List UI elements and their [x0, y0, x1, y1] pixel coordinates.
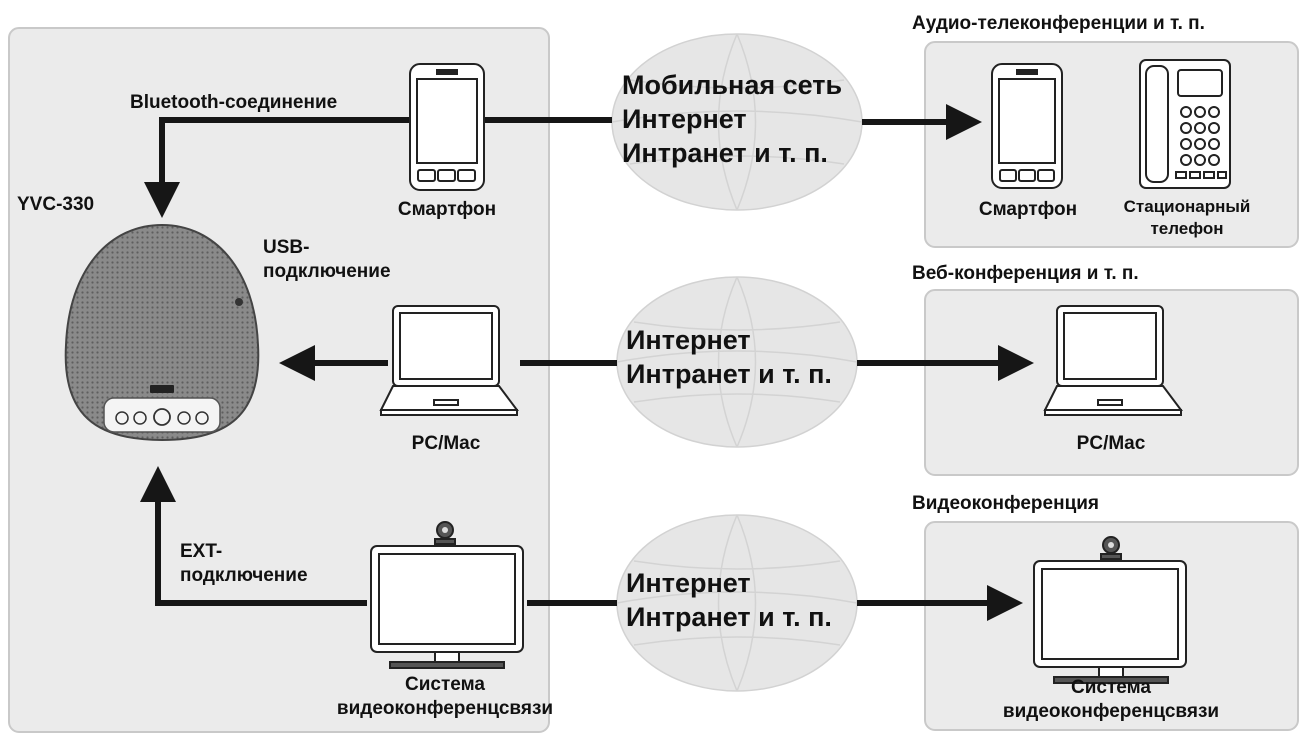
landline-label-line2: телефон: [1150, 219, 1224, 238]
pc-right-label: PC/Mac: [1076, 433, 1146, 454]
usb-label-line2: подключение: [263, 261, 391, 282]
video-system-right-label: Система видеоконференцсвязи: [1000, 676, 1222, 724]
usb-label: USB- подключение: [263, 236, 391, 284]
smartphone-left: [409, 63, 485, 191]
ext-label-line2: подключение: [180, 565, 308, 586]
bluetooth-arrow: [144, 117, 410, 218]
network-top-line3: Интранет и т. п.: [622, 138, 828, 168]
ext-label-line1: EXT-: [180, 541, 223, 562]
video-system-left: [370, 521, 524, 669]
video-system-right: [1033, 536, 1187, 684]
smartphone-right-label: Смартфон: [978, 199, 1078, 220]
video-system-left-line1: Система: [405, 674, 485, 695]
connection-lines: [140, 104, 1034, 621]
landline-label-line1: Стационарный: [1123, 197, 1251, 216]
usb-label-line1: USB-: [263, 237, 310, 258]
network-bottom-line2: Интранет и т. п.: [626, 602, 832, 632]
device-name: YVC-330: [17, 194, 95, 215]
network-middle-line1: Интернет: [626, 325, 751, 355]
network-bottom-text: Интернет Интранет и т. п.: [626, 566, 832, 634]
video-system-right-line1: Система: [1071, 677, 1151, 698]
bluetooth-label: Bluetooth-соединение: [130, 92, 338, 113]
video-system-right-line2: видеоконференцсвязи: [1002, 701, 1220, 722]
laptop-left: [379, 305, 519, 416]
speakerphone-device: [64, 223, 260, 442]
landline-label: Стационарный телефон: [1114, 196, 1260, 240]
network-top-line1: Мобильная сеть: [622, 70, 843, 100]
video-system-left-line2: видеоконференцсвязи: [336, 698, 554, 719]
ext-arrow: [140, 466, 367, 606]
network-bottom-line1: Интернет: [626, 568, 751, 598]
network-top-line2: Интернет: [622, 104, 747, 134]
smartphone-right: [991, 63, 1063, 189]
laptop-right: [1043, 305, 1183, 416]
video-system-left-label: Система видеоконференцсвязи: [335, 673, 555, 721]
network-middle-line2: Интранет и т. п.: [626, 359, 832, 389]
pc-left-label: PC/Mac: [411, 433, 481, 454]
ext-label: EXT- подключение: [180, 540, 308, 588]
web-group-title: Веб-конференция и т. п.: [912, 263, 1139, 284]
video-group-title: Видеоконференция: [912, 493, 1100, 514]
network-middle-text: Интернет Интранет и т. п.: [626, 323, 832, 391]
smartphone-left-label: Смартфон: [397, 199, 497, 220]
audio-group-title: Аудио-телеконференции и т. п.: [912, 13, 1205, 34]
landline-phone: [1139, 59, 1231, 189]
network-top-text: Мобильная сеть Интернет Интранет и т. п.: [622, 68, 842, 170]
